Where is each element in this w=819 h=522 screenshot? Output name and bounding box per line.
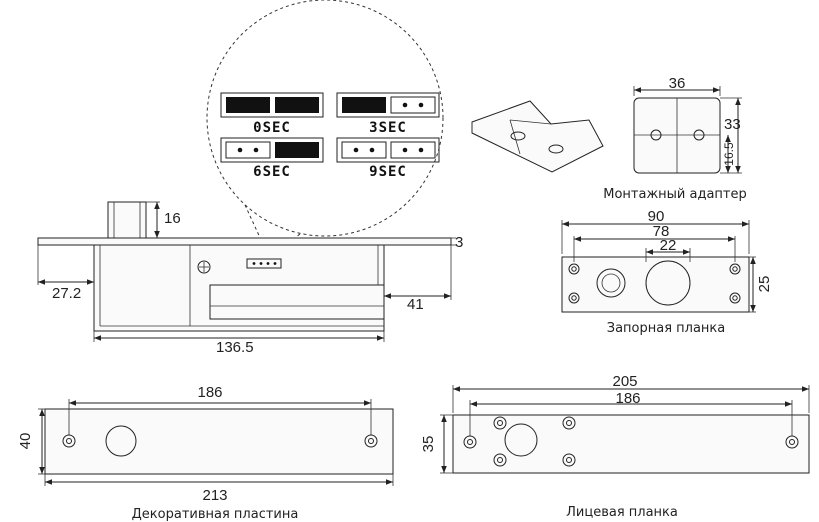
decorative-plate-view: 186 40 213 Декоративная пластина <box>17 384 394 522</box>
adapter-hole-1 <box>510 131 526 141</box>
strike-plate <box>561 256 750 313</box>
dim-plate-thickness: 3 <box>455 234 463 251</box>
jumper-3sec: 3SEC <box>336 92 440 136</box>
dim-adapter-width: 36 <box>669 75 686 92</box>
jumper-0sec-label: 0SEC <box>253 120 291 136</box>
jumper-block <box>246 258 282 269</box>
jumper-9sec: 9SEC <box>336 137 440 180</box>
dim-bolt-protrusion: 41 <box>407 296 424 313</box>
dim-face-hole-spacing: 186 <box>615 390 640 407</box>
adapter-hole-2 <box>548 144 564 154</box>
jumper-6sec-label: 6SEC <box>253 164 291 180</box>
adapter-front-view: 36 33 16.5 Монтажный адаптер <box>603 75 747 202</box>
dim-face-length: 205 <box>612 373 637 390</box>
deco-center-hole <box>105 425 137 457</box>
mounting-plate <box>37 237 452 246</box>
screw-icon <box>197 260 211 274</box>
caption-face-plate: Лицевая планка <box>566 505 678 520</box>
jumper-0sec: 0SEC <box>220 92 324 136</box>
dim-left-offset: 27.2 <box>52 285 81 302</box>
caption-adapter: Монтажный адаптер <box>603 187 747 202</box>
adapter-isometric <box>471 100 604 173</box>
dim-face-height: 35 <box>420 436 437 453</box>
caption-deco-plate: Декоративная пластина <box>132 507 299 522</box>
face-plate-view: 205 186 35 Лицевая планка <box>420 373 810 520</box>
dim-overall-length: 136.5 <box>216 339 254 356</box>
magnifier-circle <box>206 0 444 237</box>
caption-strike: Запорная планка <box>607 321 726 336</box>
dim-strike-width: 90 <box>648 208 665 225</box>
dim-deco-length: 213 <box>202 487 227 504</box>
dim-deco-height: 40 <box>17 433 34 450</box>
bolt-channel <box>209 284 385 320</box>
jumper-9sec-label: 9SEC <box>369 164 407 180</box>
strike-small-hole <box>596 268 626 298</box>
strike-bolt-hole <box>645 260 691 306</box>
dim-bolt-height: 16 <box>164 210 181 227</box>
jumper-detail-callout: 0SEC 3SEC 6SEC 9SE <box>206 0 444 256</box>
lock-body-side-view: 16 3 27.2 41 136.5 <box>37 201 463 356</box>
dim-strike-height: 25 <box>756 276 773 293</box>
face-plate <box>452 414 810 474</box>
decorative-plate <box>44 408 394 475</box>
dim-adapter-height: 33 <box>724 116 741 133</box>
jumper-3sec-label: 3SEC <box>369 120 407 136</box>
dim-deco-hole-spacing: 186 <box>197 384 222 401</box>
dim-strike-hole-diameter: 22 <box>660 237 677 254</box>
dim-strike-hole-spacing: 78 <box>653 223 670 240</box>
jumper-6sec: 6SEC <box>220 137 324 180</box>
dim-adapter-half-height: 16.5 <box>722 142 736 166</box>
face-bolt-hole <box>504 423 538 457</box>
strike-plate-view: 90 78 22 25 Запорная планка <box>561 208 773 336</box>
